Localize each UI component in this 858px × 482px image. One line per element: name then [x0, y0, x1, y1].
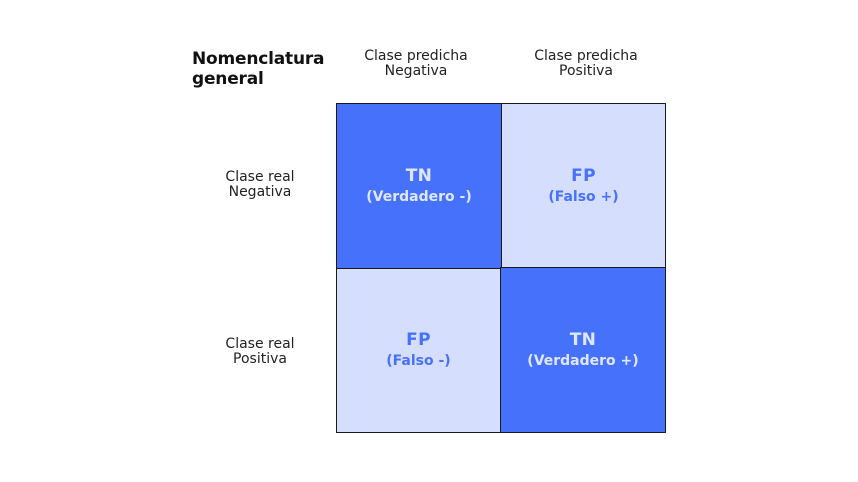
column-header-positive: Clase predicha Positiva: [534, 48, 638, 79]
cell-description: (Falso -): [386, 353, 451, 369]
cell-description: (Verdadero +): [527, 352, 639, 369]
row-header-positive: Clase real Positiva: [225, 336, 295, 367]
cell-false-positive: FP (Falso +): [501, 103, 666, 269]
title-line-1: Nomenclatura: [192, 49, 325, 69]
row-header-negative: Clase real Negativa: [225, 169, 295, 200]
cell-abbreviation: TN: [405, 165, 433, 186]
cell-description: (Falso +): [548, 188, 619, 205]
cell-true-positive: TN (Verdadero +): [500, 267, 666, 433]
cell-description: (Verdadero -): [366, 188, 472, 205]
cell-abbreviation: FP: [571, 165, 596, 186]
cell-abbreviation: FP: [406, 330, 431, 350]
title-line-2: general: [192, 69, 264, 89]
cell-true-negative: TN (Verdadero -): [336, 103, 502, 269]
cell-false-negative: FP (Falso -): [336, 268, 501, 433]
cell-abbreviation: TN: [569, 329, 597, 350]
diagram-title: Nomenclatura general: [192, 49, 325, 89]
column-header-negative: Clase predicha Negativa: [364, 48, 468, 79]
